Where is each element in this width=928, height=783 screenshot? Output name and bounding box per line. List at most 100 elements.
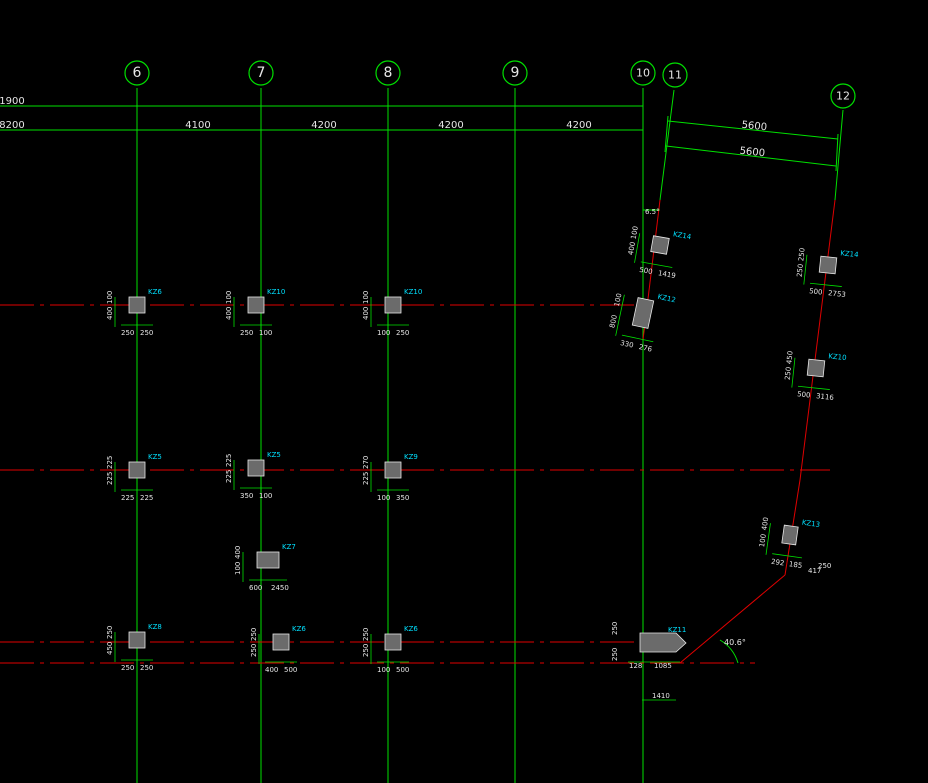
column-body (272, 633, 290, 651)
axis-bubble-11: 11 (662, 62, 688, 88)
column-kz10-1: KZ10 100 400 250 100 (225, 288, 285, 337)
column-body (384, 461, 402, 479)
column-label: KZ12 (657, 293, 677, 305)
column-dim-1: 100 (225, 291, 233, 304)
column-label: KZ5 (148, 453, 162, 461)
column-dim-1: 400 (234, 546, 242, 559)
column-dim-4: 500 (396, 666, 409, 674)
column-dim-2: 250 (784, 366, 793, 380)
column-dim-3: 330 (619, 339, 634, 350)
column-dim-1: 100 (362, 291, 370, 304)
dim-span-8-9: 4200 (438, 120, 463, 131)
column-dim-1: 450 (785, 350, 794, 364)
column-dim-1: 270 (362, 456, 370, 469)
column-label: KZ10 (267, 288, 285, 296)
column-dim-3: 250 (121, 664, 134, 672)
column-dim-3: 250 (240, 329, 253, 337)
column-dim-2: 250 (362, 644, 370, 657)
angle-40-6: 40.6° (724, 638, 746, 647)
svg-text:9: 9 (511, 65, 520, 81)
column-dim-bottom (809, 282, 842, 287)
column-dim-3: 225 (121, 494, 134, 502)
column-dim-left (615, 294, 625, 336)
column-dim-2: 250 (796, 263, 805, 277)
column-kz11-label: KZ11 (668, 626, 686, 634)
dim-span-6-7: 4100 (185, 120, 210, 131)
column-body (631, 297, 655, 329)
dim-span-9-10: 4200 (566, 120, 591, 131)
svg-text:12: 12 (836, 90, 850, 103)
svg-text:11: 11 (668, 69, 682, 82)
column-dim-left (634, 233, 641, 263)
column-dim-4: 500 (284, 666, 297, 674)
column-dim-1: 400 (760, 517, 770, 531)
column-dim-4: 2450 (271, 584, 289, 592)
column-dim-4: 225 (140, 494, 153, 502)
dim-1900: 1900 (0, 96, 25, 107)
dim-span-11-12-a: 5600 (741, 120, 767, 134)
column-dim-1: 225 (106, 456, 114, 469)
column-dim-3: 292 (771, 558, 785, 568)
column-dim-3: 100 (377, 494, 390, 502)
axis-bubble-10: 10 (630, 60, 656, 86)
column-dim-1: 250 (250, 628, 258, 641)
top-dimension-lines (0, 100, 839, 211)
column-dim-1: 100 (106, 291, 114, 304)
column-dim-4: 185 (788, 560, 802, 570)
column-dim-2: 800 (608, 314, 619, 329)
column-body (384, 633, 402, 651)
vertical-grid-lines (136, 88, 844, 783)
column-dim-2: 400 (362, 307, 370, 320)
axis-bubble-8: 8 (375, 60, 401, 86)
axis-bubble-12: 12 (830, 83, 856, 109)
dim-span-7-8: 4200 (311, 120, 336, 131)
dim-span-11-12-b: 5600 (739, 146, 765, 160)
column-dim-2: 100 (758, 533, 768, 547)
svg-text:7: 7 (257, 65, 266, 81)
column-dim-bottom (797, 385, 830, 390)
column-dim-3: 600 (249, 584, 262, 592)
column-dim-1: 250 (797, 247, 806, 261)
column-dim-3: 100 (377, 666, 390, 674)
kz11-dim-1410: 1410 (652, 692, 670, 700)
dim-8200: 8200 (0, 120, 25, 131)
column-dim-2: 400 (106, 307, 114, 320)
svg-text:10: 10 (636, 67, 650, 80)
column-body (650, 235, 670, 255)
column-dim-bottom (621, 334, 654, 343)
column-dim-2: 450 (106, 642, 114, 655)
column-label: KZ14 (840, 249, 860, 259)
top-dimension-texts: 1900 8200 4100 4200 4200 4200 5600 5600 … (0, 96, 767, 216)
column-body (384, 296, 402, 314)
column-label: KZ8 (148, 623, 162, 631)
kz13-dim-417: 417 (808, 567, 821, 575)
column-dim-2: 400 (225, 307, 233, 320)
column-dim-4: 1419 (657, 269, 676, 280)
column-body (818, 255, 838, 275)
column-dim-4: 100 (259, 329, 272, 337)
column-body (247, 459, 265, 477)
column-dim-4: 100 (259, 492, 272, 500)
column-dim-3: 100 (377, 329, 390, 337)
column-body (247, 296, 265, 314)
column-label: KZ10 (404, 288, 422, 296)
column-label: KZ6 (292, 625, 306, 633)
axis-bubble-6: 6 (124, 60, 150, 86)
column-body (781, 524, 799, 546)
kz11-dim-4: 1085 (654, 662, 672, 670)
kz13-dim-250: 250 (818, 562, 831, 570)
column-dim-2: 225 (362, 472, 370, 485)
column-dim-3: 400 (265, 666, 278, 674)
column-dim-4: 350 (396, 494, 409, 502)
